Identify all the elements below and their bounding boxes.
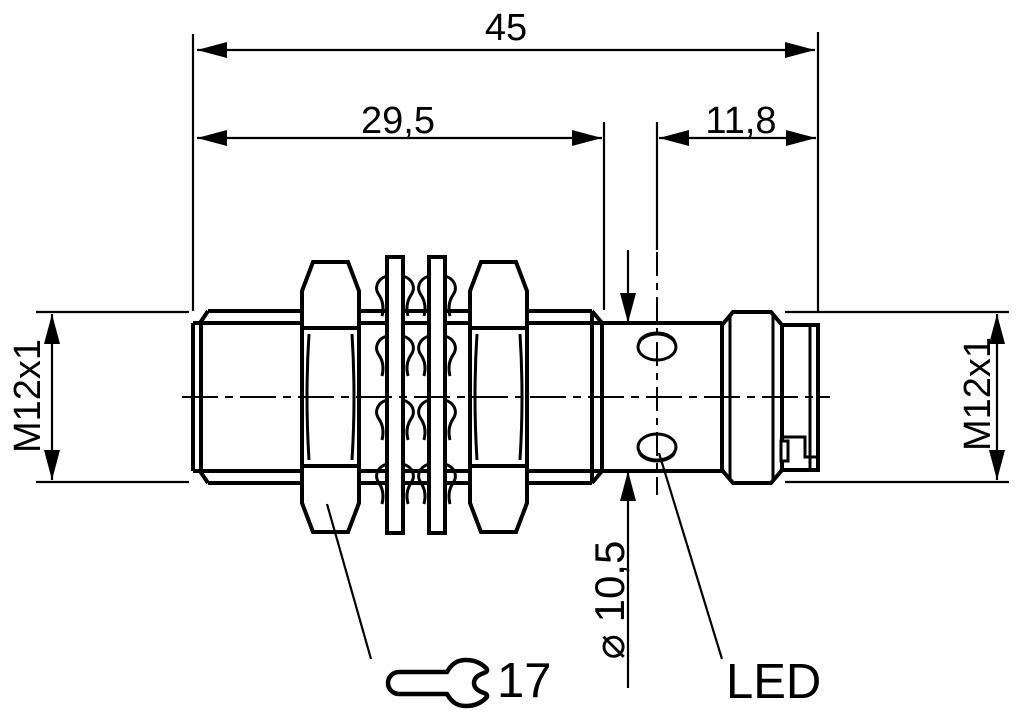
dimension-thread-length: 29,5 xyxy=(197,100,606,310)
connector-keyway xyxy=(783,435,817,459)
wrench-leader-line xyxy=(325,503,373,660)
dimension-connector-thread: M12x1 xyxy=(785,310,1009,484)
front-thread-label: M12x1 xyxy=(7,339,49,453)
housing-diameter-label: ⌀ 10,5 xyxy=(586,541,633,660)
wrench-callout: 17 xyxy=(325,503,552,709)
dimension-overall-length: 45 xyxy=(191,7,820,312)
led-callout: LED xyxy=(657,452,821,709)
arrowhead xyxy=(659,130,689,146)
overall-length-label: 45 xyxy=(485,7,527,49)
arrowhead xyxy=(197,42,227,58)
wrench-size-label: 17 xyxy=(497,654,552,708)
lock-washer xyxy=(385,255,405,535)
arrowhead xyxy=(197,130,227,146)
led-leader-line xyxy=(657,452,724,660)
dimension-housing-diameter: ⌀ 10,5 xyxy=(586,250,636,688)
led-label: LED xyxy=(726,655,821,709)
thread-length-label: 29,5 xyxy=(361,100,435,142)
arrowhead xyxy=(620,471,636,501)
lock-washer xyxy=(427,255,447,535)
arrowhead xyxy=(989,314,1005,344)
wrench-icon xyxy=(385,657,490,709)
dimension-front-thread: M12x1 xyxy=(7,310,189,484)
dimensions: 45 29,5 11,8 M12x1 xyxy=(7,7,1009,709)
dimension-rear-length: 11,8 xyxy=(655,100,816,250)
arrowhead xyxy=(620,293,636,323)
arrowhead xyxy=(44,450,60,480)
rear-length-label: 11,8 xyxy=(705,100,776,142)
lock-washers xyxy=(385,255,447,535)
arrowhead xyxy=(786,130,816,146)
connector-thread-label: M12x1 xyxy=(957,337,999,451)
arrowhead xyxy=(989,450,1005,480)
arrowhead xyxy=(44,314,60,344)
arrowhead xyxy=(572,130,602,146)
centerlines xyxy=(182,252,830,495)
sensor-body xyxy=(191,255,820,535)
arrowhead xyxy=(785,42,815,58)
